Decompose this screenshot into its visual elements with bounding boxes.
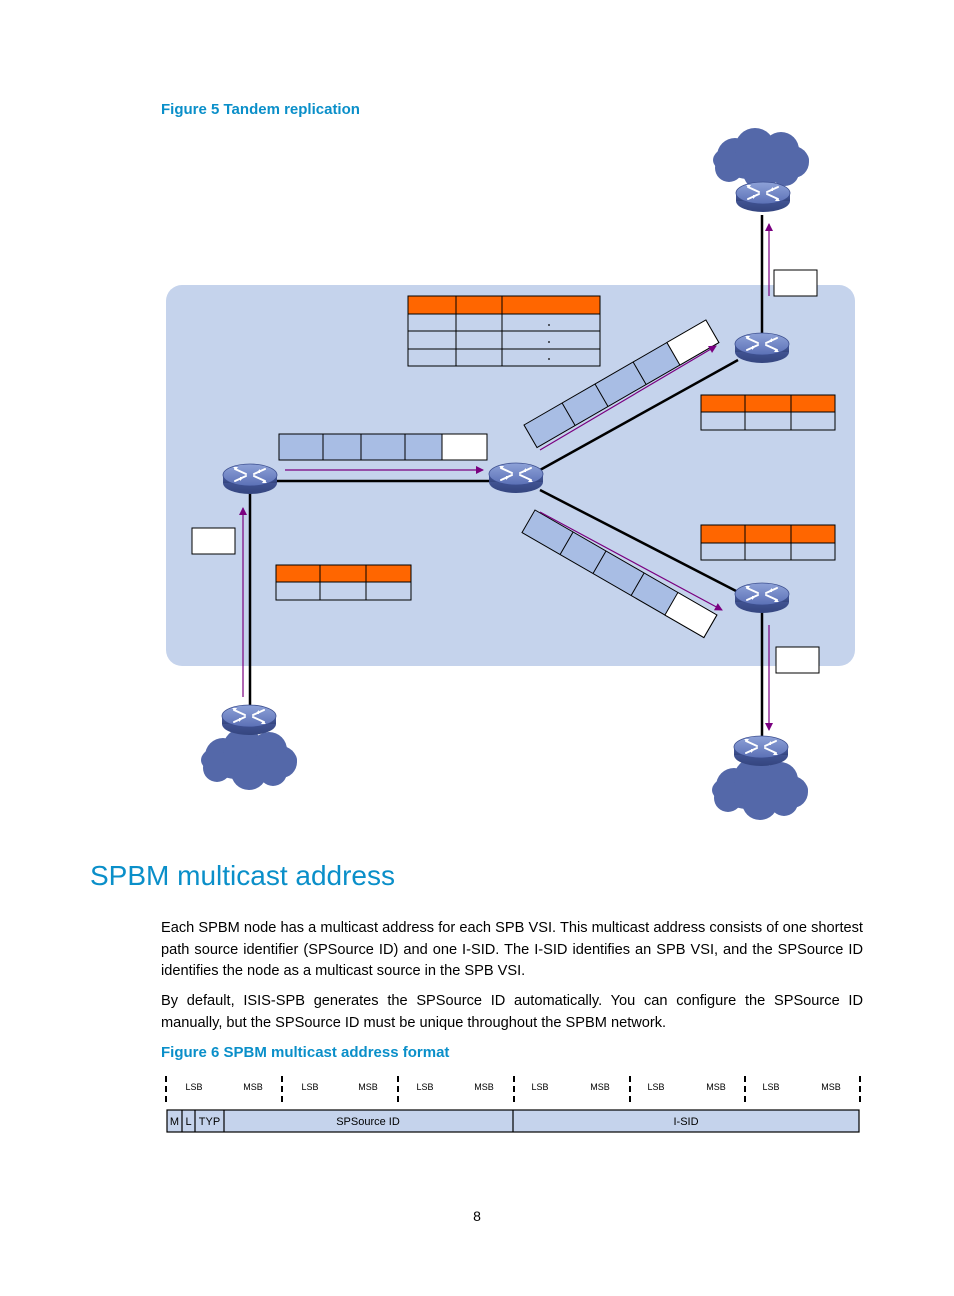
forwarding-table-upper-right: [700, 394, 836, 431]
paragraph-2: By default, ISIS-SPB generates the SPSou…: [161, 993, 863, 1031]
byte-label: MSB: [590, 1082, 610, 1092]
byte-label: LSB: [762, 1082, 779, 1092]
byte-label: MSB: [821, 1082, 841, 1092]
network-links: [248, 215, 764, 740]
site-cloud-bottom-right: [712, 758, 808, 820]
byte-separators: [165, 1076, 861, 1106]
forwarding-table-lower-right: [700, 524, 836, 561]
byte-label: LSB: [647, 1082, 664, 1092]
forwarding-table-top: [407, 295, 601, 367]
router-upper-right: [734, 332, 790, 364]
byte-label: MSB: [358, 1082, 378, 1092]
router-center: [488, 462, 544, 494]
forwarding-table-left: [275, 564, 412, 601]
site-cloud-bottom-left: [201, 728, 297, 790]
traffic-arrows: [239, 223, 773, 731]
label-box-top: [773, 269, 818, 297]
figure-6-caption: Figure 6 SPBM multicast address format: [161, 1044, 450, 1061]
label-box-bottom: [775, 646, 820, 674]
field-i-sid: I-SID: [673, 1116, 698, 1128]
figure-5-caption: Figure 5 Tandem replication: [161, 101, 360, 118]
byte-label: MSB: [474, 1082, 494, 1092]
tandem-replication-diagram: [166, 128, 855, 820]
byte-label: LSB: [185, 1082, 202, 1092]
field-l: L: [185, 1116, 191, 1128]
field-m: M: [170, 1116, 179, 1128]
byte-label: MSB: [706, 1082, 726, 1092]
byte-label: LSB: [416, 1082, 433, 1092]
paragraph-1: Each SPBM node has a multicast address f…: [161, 920, 863, 979]
router-left: [222, 463, 278, 495]
byte-label: LSB: [531, 1082, 548, 1092]
frame-horizontal: [278, 433, 488, 461]
router-bottom-right: [733, 735, 789, 767]
router-top: [735, 181, 791, 213]
byte-label: MSB: [243, 1082, 263, 1092]
section-title: SPBM multicast address: [90, 860, 395, 891]
field-typ: TYP: [199, 1116, 220, 1128]
page-number: 8: [473, 1208, 481, 1224]
frame-upper-diagonal: [523, 319, 720, 449]
site-cloud-top: [713, 128, 809, 190]
field-spsource-id: SPSource ID: [336, 1116, 400, 1128]
address-field-bar: [166, 1109, 860, 1133]
router-lower-right: [734, 582, 790, 614]
label-box-left: [191, 527, 236, 555]
byte-label: LSB: [301, 1082, 318, 1092]
frame-lower-diagonal: [521, 509, 718, 639]
router-bottom-left: [221, 704, 277, 736]
spbm-multicast-address-format-diagram: LSB MSB LSB MSB LSB MSB LSB MSB LSB MSB …: [165, 1076, 861, 1133]
